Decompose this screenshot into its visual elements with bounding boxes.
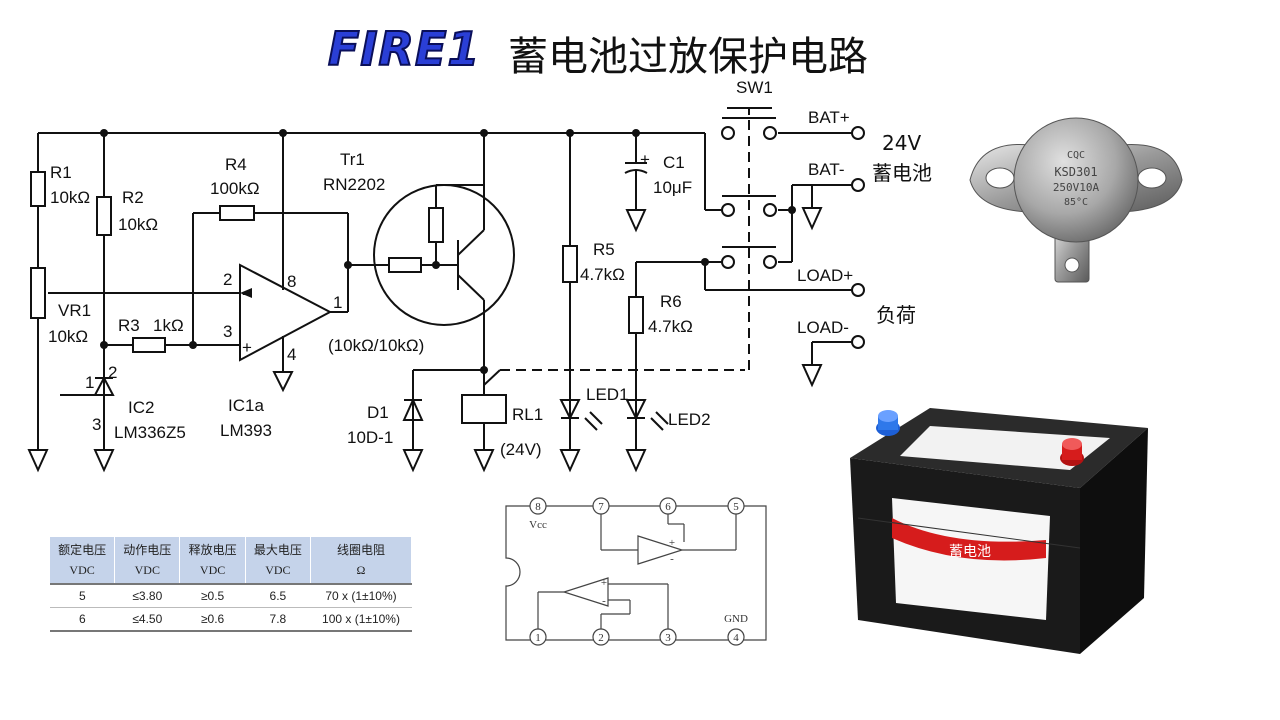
label-d1-part: 10D-1 bbox=[347, 428, 393, 447]
label-r1: R1 bbox=[50, 163, 72, 182]
label-r4: R4 bbox=[225, 155, 247, 174]
pinout-pin2: 2 bbox=[598, 632, 604, 644]
label-pin8: 8 bbox=[287, 272, 296, 291]
label-pin3: 3 bbox=[223, 322, 232, 341]
pinout-pin5: 5 bbox=[733, 501, 739, 513]
page-title: 蓄电池过放保护电路 bbox=[508, 34, 868, 80]
label-led2: LED2 bbox=[668, 410, 711, 429]
label-r3: R3 bbox=[118, 316, 140, 335]
pinout-vcc: Vcc bbox=[529, 519, 547, 531]
label-pin2: 2 bbox=[223, 270, 232, 289]
label-bat-plus: BAT+ bbox=[808, 108, 850, 127]
pinout-pin8: 8 bbox=[535, 501, 541, 513]
label-led1: LED1 bbox=[586, 385, 629, 404]
label-ic2-pin3: 3 bbox=[92, 415, 101, 434]
thermostat-temp: 85°C bbox=[1064, 197, 1088, 208]
label-ic2-pin2: 2 bbox=[108, 363, 117, 382]
battery-brand-text: 蓄电池 bbox=[949, 544, 991, 560]
label-c1-plus: + bbox=[640, 150, 650, 169]
label-pin4: 4 bbox=[287, 345, 296, 364]
pinout-pin7: 7 bbox=[598, 501, 604, 513]
label-sw1: SW1 bbox=[736, 78, 773, 97]
label-c1: C1 bbox=[663, 153, 685, 172]
car-battery-image: 蓄电池 bbox=[850, 408, 1148, 654]
pinout-plus-b: + bbox=[601, 577, 607, 589]
label-pin1: 1 bbox=[333, 293, 342, 312]
label-ic2-part: LM336Z5 bbox=[114, 423, 186, 442]
label-ic2: IC2 bbox=[128, 398, 154, 417]
label-r3-value: 1kΩ bbox=[153, 316, 184, 335]
label-r4-value: 100kΩ bbox=[210, 179, 260, 198]
label-rl1-value: (24V) bbox=[500, 440, 542, 459]
label-r5: R5 bbox=[593, 240, 615, 259]
label-bat-minus: BAT- bbox=[808, 160, 845, 179]
ksd301-thermostat-image: CQC KSD301 250V10A 85°C bbox=[969, 117, 1183, 283]
thermostat-model: KSD301 bbox=[1054, 165, 1097, 179]
label-r6: R6 bbox=[660, 292, 682, 311]
label-load: 负荷 bbox=[876, 303, 916, 327]
label-r6-value: 4.7kΩ bbox=[648, 317, 693, 336]
label-voltage: 24V bbox=[882, 131, 921, 155]
label-ic1-part: LM393 bbox=[220, 421, 272, 440]
label-r2-value: 10kΩ bbox=[118, 215, 158, 234]
label-c1-value: 10μF bbox=[653, 178, 692, 197]
pinout-gnd: GND bbox=[724, 613, 748, 625]
label-ic1: IC1a bbox=[228, 396, 264, 415]
pinout-pin4: 4 bbox=[733, 632, 739, 644]
label-r1-value: 10kΩ bbox=[50, 188, 90, 207]
label-load-minus: LOAD- bbox=[797, 318, 849, 337]
pinout-minus-a: - bbox=[670, 553, 674, 565]
pinout-pin6: 6 bbox=[665, 501, 671, 513]
label-r2: R2 bbox=[122, 188, 144, 207]
thermostat-rating: 250V10A bbox=[1053, 181, 1100, 194]
thermostat-brand: CQC bbox=[1067, 150, 1085, 161]
lm393-pinout-diagram: 8 7 6 5 1 2 3 4 Vcc GND + - + - bbox=[505, 497, 767, 646]
label-r5-value: 4.7kΩ bbox=[580, 265, 625, 284]
pinout-pin1: 1 bbox=[535, 632, 541, 644]
label-battery: 蓄电池 bbox=[872, 161, 932, 185]
label-vr1-value: 10kΩ bbox=[48, 327, 88, 346]
brand-logo: FIRE1 bbox=[327, 21, 481, 77]
label-ic2-pin1: 1 bbox=[85, 373, 94, 392]
pinout-pin3: 3 bbox=[665, 632, 671, 644]
label-tr1: Tr1 bbox=[340, 150, 365, 169]
label-vr1: VR1 bbox=[58, 301, 91, 320]
label-noninv-input: + bbox=[242, 338, 252, 357]
label-inv-input: - bbox=[242, 284, 248, 303]
pinout-plus-a: + bbox=[669, 537, 675, 549]
label-load-plus: LOAD+ bbox=[797, 266, 853, 285]
label-tr1-part: RN2202 bbox=[323, 175, 385, 194]
label-tr1-resistors: (10kΩ/10kΩ) bbox=[328, 336, 424, 355]
label-rl1: RL1 bbox=[512, 405, 543, 424]
pinout-minus-b: - bbox=[602, 595, 606, 607]
label-d1: D1 bbox=[367, 403, 389, 422]
